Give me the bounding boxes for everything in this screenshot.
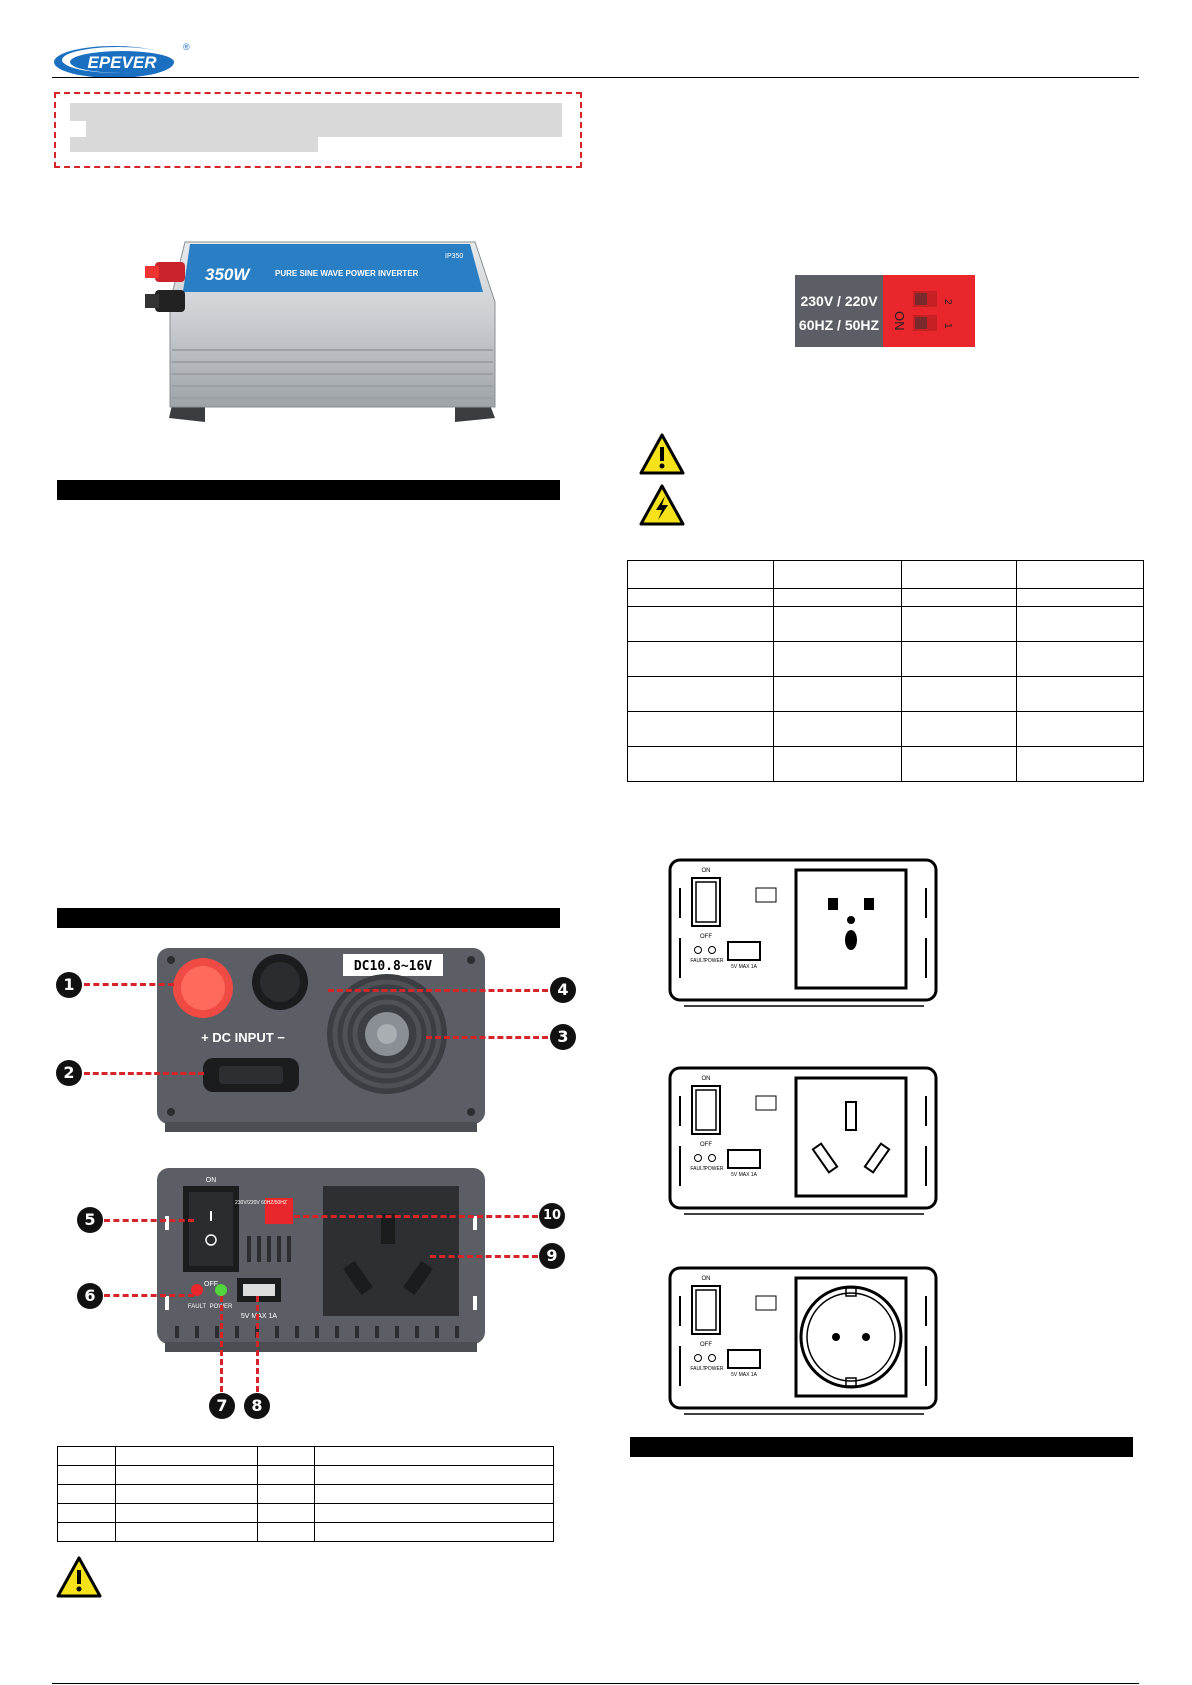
dip-pos1-label: 1 [942,323,953,329]
outlet2-usb: 5V MAX 1A [731,1172,758,1178]
warning-icon [56,1556,102,1598]
ac-on-label: ON [206,1177,217,1184]
table-row [627,746,1144,782]
right-spec-table [627,560,1144,782]
ac-fault-label: FAULT [188,1304,207,1310]
logo: EPEVER [52,40,182,80]
table-row [57,1522,554,1542]
outlet-drawing-australian: ON OFF FAULT POWER 5V MAX 1A [668,1066,940,1216]
table-row [627,560,1144,589]
dc-input-label: + DC INPUT − [201,1030,285,1045]
ac-output-panel: ON OFF FAULT POWER 230V/220V 60HZ/50HZ 5… [155,1166,487,1356]
outlet1-fault: FAULT [690,958,705,964]
dip-voltage-label: 230V / 220V [800,293,878,309]
notice-text-redacted-3 [70,137,318,152]
outlet-drawing-universal: ON OFF FAULT POWER 5V MAX 1A [668,858,940,1008]
dc-voltage-label: DC10.8~16V [354,959,432,974]
outlet2-off: OFF [700,1142,712,1148]
table-row [627,606,1144,642]
registered-mark: ® [183,42,190,52]
outlet3-power: POWER [705,1366,724,1372]
callout-2: 2 [56,1060,82,1086]
outlet3-on: ON [702,1276,711,1282]
leader-line-9 [430,1255,538,1258]
callout-4: 4 [550,977,576,1003]
product-power-label: 350W [205,265,251,284]
ac-usb-label: 5V MAX 1A [241,1313,278,1320]
leader-line-5 [104,1219,194,1222]
table-row [627,641,1144,677]
table-row [627,588,1144,607]
notice-box [54,92,582,168]
table-row [627,711,1144,747]
section-bar-left-2 [57,908,560,928]
leader-line-4 [328,989,548,992]
dc-input-panel: DC10.8~16V + DC INPUT − [155,946,487,1136]
outlet1-off: OFF [700,934,712,940]
outlet3-usb: 5V MAX 1A [731,1372,758,1378]
section-bar-right [630,1437,1133,1457]
outlet3-off: OFF [700,1342,712,1348]
product-model: IP350 [445,253,463,260]
dip-on-label: ON [892,311,907,331]
table-row [57,1503,554,1523]
table-row [57,1446,554,1466]
outlet2-fault: FAULT [690,1166,705,1172]
outlet2-power: POWER [705,1166,724,1172]
table-row [57,1465,554,1485]
product-title: PURE SINE WAVE POWER INVERTER [275,269,419,278]
callout-6: 6 [77,1283,103,1309]
dip-pos2-label: 2 [942,299,953,305]
callout-7: 7 [209,1393,235,1419]
callout-9: 9 [539,1243,565,1269]
ac-switch-text: 230V/220V 60HZ/50HZ [235,1200,287,1206]
callout-10: 10 [539,1203,565,1229]
footer-rule [52,1683,1139,1684]
callout-3: 3 [550,1024,576,1050]
notice-text-redacted-2 [86,119,562,137]
callout-1: 1 [56,972,82,998]
leader-line-2 [84,1072,204,1075]
table-row [57,1484,554,1504]
outlet3-fault: FAULT [690,1366,705,1372]
outlet2-on: ON [702,1076,711,1082]
product-photo: 350W PURE SINE WAVE POWER INVERTER IP350 [145,232,517,428]
callout-5: 5 [77,1207,103,1233]
warning-icon [639,433,685,475]
leader-line-8 [256,1296,259,1392]
logo-text: EPEVER [88,53,158,72]
ac-off-label: OFF [204,1281,218,1288]
electric-shock-icon [639,484,685,526]
outlet1-usb: 5V MAX 1A [731,964,758,970]
outlet-drawing-european: ON OFF FAULT POWER 5V MAX 1A [668,1266,940,1416]
header-rule [52,77,1139,78]
notice-text-redacted-1 [70,103,562,121]
dip-frequency-label: 60HZ / 50HZ [799,317,880,333]
outlet1-power: POWER [705,958,724,964]
section-bar-left-1 [57,480,560,500]
dip-switch-graphic: 230V / 220V 60HZ / 50HZ ON 2 1 [795,275,975,347]
leader-line-7 [220,1296,223,1392]
leader-line-1 [84,983,174,986]
table-row [627,676,1144,712]
left-spec-table [57,1446,554,1542]
leader-line-3 [426,1036,548,1039]
leader-line-6 [104,1294,194,1297]
outlet1-on: ON [702,868,711,874]
leader-line-10 [294,1215,538,1218]
callout-8: 8 [244,1393,270,1419]
